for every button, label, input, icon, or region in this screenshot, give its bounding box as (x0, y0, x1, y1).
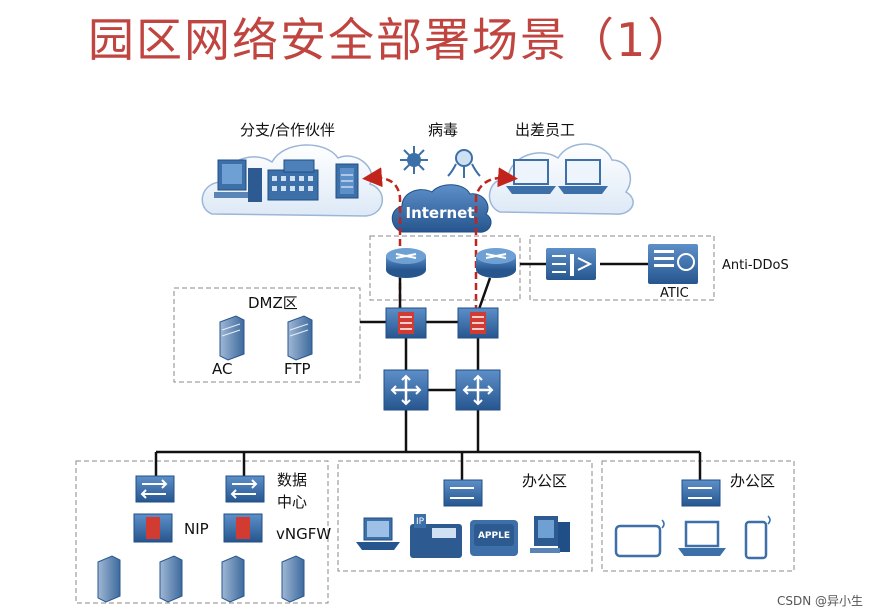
server-icon (221, 555, 245, 603)
switch-icon (681, 479, 721, 507)
vngfw-label: vNGFW (276, 525, 332, 543)
ac-server-icon (219, 315, 245, 361)
bug-icon (447, 149, 481, 178)
server-icon (97, 555, 121, 603)
anti-ddos-label: Anti-DDoS (722, 258, 789, 273)
office-group-1 (337, 460, 593, 572)
desktop-pc-icon (530, 516, 570, 553)
laptop-icon (506, 159, 556, 194)
virus-label: 病毒 (428, 121, 459, 139)
office-group-2 (601, 460, 795, 572)
branch-building-icon (267, 159, 319, 201)
switch-icon (225, 475, 265, 503)
firewall-icon (457, 307, 499, 339)
apple-device-icon: APPLE (470, 520, 518, 556)
phone-icon (744, 515, 771, 560)
router-group (369, 235, 521, 301)
tablet-icon (614, 519, 665, 558)
server-icon (281, 555, 305, 603)
core-switch-icon (455, 369, 501, 411)
core-switch-icon (383, 369, 429, 411)
nip-label: NIP (184, 520, 209, 538)
ac-label: AC (212, 360, 233, 378)
traveler-cloud (488, 143, 634, 215)
datacenter-label: 数据 中心 (277, 471, 308, 511)
router-icon (386, 248, 426, 278)
internet-cloud: Internet (391, 184, 492, 233)
ip-phone-icon: IP (410, 514, 462, 558)
branch-pc-icon (214, 159, 262, 202)
nip-device-icon (133, 513, 173, 543)
internet-label: Internet (405, 204, 474, 222)
firewall-icon (385, 307, 427, 339)
laptop-icon (678, 520, 726, 556)
page-title: 园区网络安全部署场景（1） (88, 13, 696, 67)
server-icon (159, 555, 183, 603)
branch-firewall-icon (335, 163, 359, 199)
laptop-icon (558, 159, 608, 194)
dmz-label: DMZ区 (248, 294, 298, 312)
atic-label: ATIC (660, 286, 689, 301)
ftp-server-icon (287, 315, 313, 361)
ftp-label: FTP (284, 360, 311, 378)
router-icon (476, 248, 516, 278)
apple-label: APPLE (478, 531, 510, 541)
branch-label: 分支/合作伙伴 (240, 121, 336, 139)
traveler-label: 出差员工 (515, 121, 576, 139)
virus-icon (400, 146, 428, 174)
office2-label: 办公区 (730, 472, 776, 490)
atic-server-icon (648, 244, 698, 284)
attack-path (362, 167, 518, 312)
anti-ddos-group (529, 235, 715, 301)
svg-text:IP: IP (416, 517, 425, 527)
dmz-group (173, 287, 361, 383)
vngfw-device-icon (223, 513, 263, 543)
switch-icon (443, 479, 483, 507)
office1-label: 办公区 (522, 472, 568, 490)
datacenter-group (75, 460, 329, 604)
watermark: CSDN @异小生 (776, 594, 863, 608)
laptop-icon (356, 517, 400, 550)
switch-icon (135, 475, 175, 503)
anti-ddos-device-icon (546, 248, 596, 280)
